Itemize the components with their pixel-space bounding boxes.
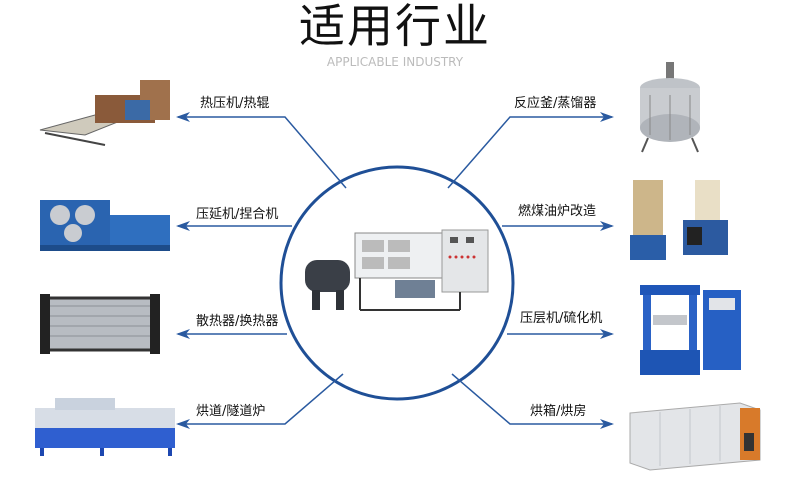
label-tunnel-oven: 烘道/隧道炉 [196,404,266,419]
arrow-left-4 [176,373,344,429]
page-title: 适用行业 [299,0,491,53]
reactor-kettle-icon [640,62,700,153]
arrow-left-1 [176,112,347,189]
arrow-right-4 [451,373,614,429]
drying-room-icon [629,402,761,471]
electric-thermal-oil-heater-icon [305,229,489,311]
vulcanizing-press-icon [640,285,741,375]
calender-machine-icon [40,200,170,251]
hot-press-machine-icon [39,80,170,146]
coal-oil-furnace-icon [630,180,728,260]
tunnel-oven-icon [35,398,175,456]
label-radiator: 散热器/换热器 [196,314,279,329]
label-furnace-retrofit: 燃煤油炉改造 [518,204,597,219]
arrow-right-1 [447,112,614,189]
radiator-icon [40,294,160,354]
label-vulcanizer: 压层机/硫化机 [520,311,603,326]
label-drying-room: 烘箱/烘房 [530,404,587,419]
label-hot-press: 热压机/热辊 [200,96,270,111]
label-calender: 压延机/捏合机 [196,207,279,222]
label-reactor: 反应釜/蒸馏器 [514,96,597,111]
page-subtitle: APPLICABLE INDUSTRY [326,55,464,69]
